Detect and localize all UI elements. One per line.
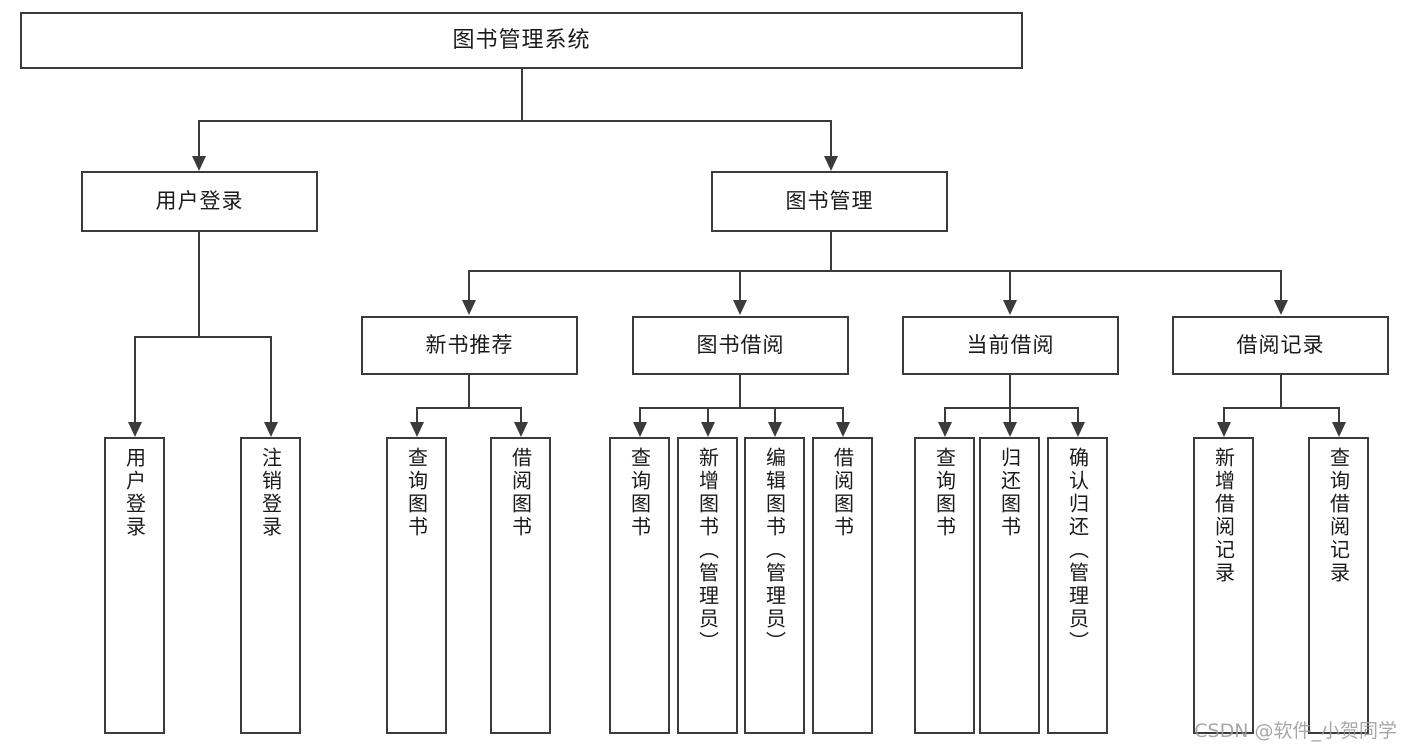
connector-new-books-drop-1 <box>416 407 418 422</box>
node-leaf-query-book-new[interactable]: 查询图书 <box>386 437 447 734</box>
connector-book-mgmt-drop-3 <box>1009 270 1011 300</box>
connector-new-books-drop-2 <box>520 407 522 422</box>
arrowhead-leaf-confirm-return <box>1071 422 1085 437</box>
connector-borrow-records-bus <box>1223 407 1338 409</box>
arrowhead-leaf-borrow-book-2 <box>836 422 850 437</box>
node-label: 编辑图书（管理员） <box>762 447 787 654</box>
connector-current-borrow-stem <box>1009 375 1011 407</box>
connector-book-borrow-drop-1 <box>639 407 641 422</box>
connector-root-stem <box>521 69 523 120</box>
arrowhead-leaf-logout <box>264 422 278 437</box>
arrowhead-book-mgmt <box>824 156 838 171</box>
node-label: 图书管理 <box>785 189 874 214</box>
arrowhead-leaf-query-book-2 <box>633 422 647 437</box>
arrowhead-leaf-edit-book <box>768 422 782 437</box>
connector-current-borrow-drop-2 <box>1009 407 1011 422</box>
connector-current-borrow-drop-1 <box>944 407 946 422</box>
connector-book-mgmt-drop-4 <box>1280 270 1282 300</box>
node-leaf-borrow-book-new[interactable]: 借阅图书 <box>490 437 551 734</box>
connector-borrow-records-stem <box>1280 375 1282 407</box>
node-label: 查询图书 <box>932 447 957 539</box>
node-group-current-borrow[interactable]: 当前借阅 <box>902 316 1119 375</box>
node-leaf-return-book[interactable]: 归还图书 <box>979 437 1040 734</box>
node-label: 查询借阅记录 <box>1326 447 1351 585</box>
node-root-system[interactable]: 图书管理系统 <box>20 12 1023 69</box>
node-leaf-user-login[interactable]: 用户登录 <box>104 437 165 734</box>
node-label: 借阅图书 <box>508 447 533 539</box>
node-leaf-query-book-current[interactable]: 查询图书 <box>914 437 975 734</box>
arrowhead-leaf-add-record <box>1217 422 1231 437</box>
connector-book-borrow-drop-3 <box>774 407 776 422</box>
node-leaf-confirm-return-admin[interactable]: 确认归还（管理员） <box>1047 437 1108 734</box>
node-label: 图书借阅 <box>696 333 785 358</box>
arrowhead-leaf-add-book <box>701 422 715 437</box>
node-group-borrow-records[interactable]: 借阅记录 <box>1172 316 1389 375</box>
arrowhead-leaf-query-book-3 <box>938 422 952 437</box>
arrowhead-leaf-user-login <box>128 422 142 437</box>
connector-book-mgmt-stem <box>830 232 832 270</box>
arrowhead-leaf-query-record <box>1332 422 1346 437</box>
connector-book-mgmt-drop-2 <box>739 270 741 300</box>
node-label: 归还图书 <box>997 447 1022 539</box>
node-label: 新书推荐 <box>425 333 514 358</box>
connector-book-mgmt-drop-1 <box>468 270 470 300</box>
node-group-book-borrow[interactable]: 图书借阅 <box>632 316 849 375</box>
node-leaf-edit-book-admin[interactable]: 编辑图书（管理员） <box>744 437 805 734</box>
connector-borrow-records-drop-1 <box>1223 407 1225 422</box>
connector-book-borrow-drop-4 <box>842 407 844 422</box>
node-label: 用户登录 <box>155 189 244 214</box>
connector-user-login-drop-2 <box>270 336 272 422</box>
node-label: 查询图书 <box>627 447 652 539</box>
node-label: 注销登录 <box>258 447 283 539</box>
node-leaf-logout[interactable]: 注销登录 <box>240 437 301 734</box>
node-label: 借阅图书 <box>830 447 855 539</box>
node-label: 用户登录 <box>122 447 147 539</box>
connector-new-books-bus <box>416 407 520 409</box>
connector-user-login-drop-1 <box>134 336 136 422</box>
arrowhead-user-login <box>192 156 206 171</box>
node-label: 确认归还（管理员） <box>1065 447 1090 654</box>
node-label: 借阅记录 <box>1236 333 1325 358</box>
arrowhead-leaf-query-book-1 <box>410 422 424 437</box>
node-label: 新增借阅记录 <box>1211 447 1236 585</box>
connector-user-login-stem <box>198 232 200 336</box>
arrowhead-group-new-books <box>462 300 476 315</box>
connector-book-borrow-bus <box>639 407 843 409</box>
node-label: 新增图书（管理员） <box>695 447 720 654</box>
watermark: CSDN @软件_小贺同学 <box>1194 720 1397 742</box>
connector-book-mgmt-bus <box>468 270 1280 272</box>
node-branch-user-login[interactable]: 用户登录 <box>81 171 318 232</box>
node-label: 当前借阅 <box>966 333 1055 358</box>
node-label: 图书管理系统 <box>452 27 591 53</box>
arrowhead-group-book-borrow <box>733 300 747 315</box>
arrowhead-leaf-return-book <box>1003 422 1017 437</box>
connector-root-bus <box>198 120 832 122</box>
connector-root-to-book-mgmt <box>830 120 832 156</box>
arrowhead-leaf-borrow-book-1 <box>514 422 528 437</box>
connector-book-borrow-drop-2 <box>707 407 709 422</box>
arrowhead-group-current-borrow <box>1003 300 1017 315</box>
connector-new-books-stem <box>468 375 470 407</box>
connector-book-borrow-stem <box>739 375 741 407</box>
node-leaf-query-book-borrow[interactable]: 查询图书 <box>609 437 670 734</box>
node-group-new-books[interactable]: 新书推荐 <box>361 316 578 375</box>
connector-current-borrow-drop-3 <box>1077 407 1079 422</box>
connector-borrow-records-drop-2 <box>1338 407 1340 422</box>
connector-root-to-user-login <box>198 120 200 156</box>
node-leaf-borrow-book[interactable]: 借阅图书 <box>812 437 873 734</box>
node-leaf-add-book-admin[interactable]: 新增图书（管理员） <box>677 437 738 734</box>
node-leaf-query-borrow-record[interactable]: 查询借阅记录 <box>1308 437 1369 734</box>
arrowhead-group-borrow-records <box>1274 300 1288 315</box>
node-branch-book-management[interactable]: 图书管理 <box>711 171 948 232</box>
connector-user-login-bus <box>134 336 270 338</box>
node-leaf-add-borrow-record[interactable]: 新增借阅记录 <box>1193 437 1254 734</box>
node-label: 查询图书 <box>404 447 429 539</box>
